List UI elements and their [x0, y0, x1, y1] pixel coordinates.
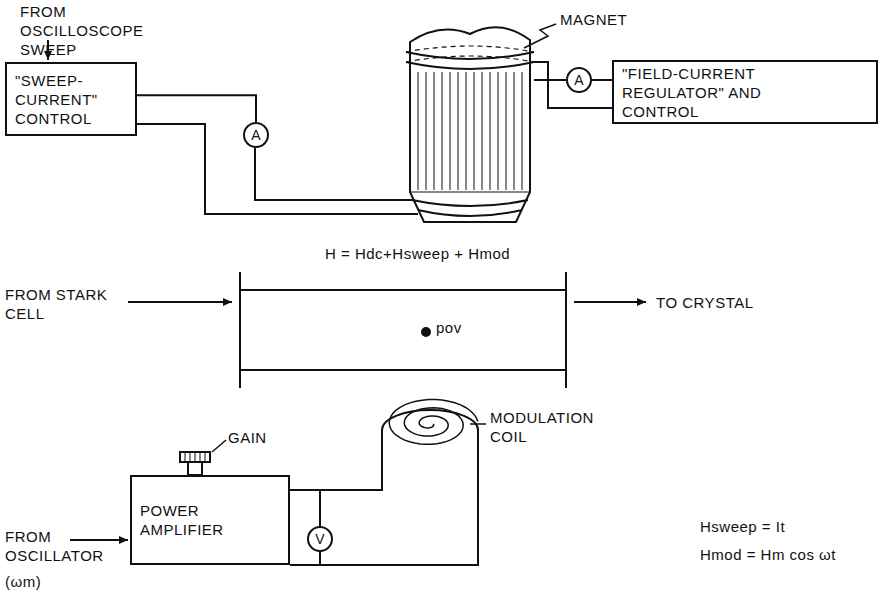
- hatch-stroke: [506, 72, 507, 190]
- hatch-stroke: [442, 72, 443, 190]
- text-label: FROM OSCILLATOR: [5, 527, 69, 565]
- hatch-stroke: [514, 72, 515, 190]
- hatch-stroke: [522, 72, 523, 190]
- gain-knob: [188, 462, 202, 475]
- text-label: (ωm): [5, 572, 41, 591]
- text-label: FROM OSCILLOSCOPE SWEEP: [20, 2, 170, 59]
- ammeter-symbol: A: [243, 122, 269, 148]
- ammeter-symbol: A: [566, 67, 592, 93]
- control-box: "FIELD-CURRENT REGULATOR" AND CONTROL: [612, 60, 878, 124]
- wire-connector: [137, 95, 256, 122]
- hatch-stroke: [434, 72, 435, 190]
- node-text: pov: [436, 318, 476, 337]
- control-box: "SWEEP-CURRENT" CONTROL: [5, 62, 137, 136]
- wire: [290, 430, 478, 565]
- hatch-stroke: [474, 72, 475, 190]
- wire: [319, 550, 321, 565]
- text-label: Hsweep = It: [700, 517, 785, 536]
- text-label: GAIN: [228, 428, 267, 447]
- hatch-stroke: [482, 72, 483, 190]
- text-label: Hmod = Hm cos ωt: [700, 545, 836, 564]
- node-text: "FIELD-CURRENT REGULATOR" AND CONTROL: [622, 64, 812, 121]
- wire: [534, 79, 566, 81]
- wire: [255, 148, 412, 200]
- hatch-stroke: [498, 72, 499, 190]
- node-text: V: [315, 530, 324, 549]
- wire-connector: [290, 490, 320, 526]
- input-arrow: [128, 301, 232, 303]
- node-text: A: [251, 126, 260, 145]
- node-text: "SWEEP-CURRENT" CONTROL: [15, 71, 127, 128]
- text-label: H = Hdc+Hsweep + Hmod: [325, 244, 510, 263]
- wire: [534, 62, 612, 108]
- text-label: MAGNET: [560, 10, 627, 29]
- hatch-stroke: [450, 72, 451, 190]
- text-label: FROM STARK CELL: [5, 285, 117, 323]
- hatch-stroke: [418, 72, 419, 190]
- input-arrow: [70, 539, 128, 541]
- amplifier-box: POWER AMPLIFIER: [130, 475, 290, 565]
- point-label: pov: [436, 318, 476, 342]
- hatch-stroke: [466, 72, 467, 190]
- text-label: MODULATION COIL: [490, 408, 600, 446]
- pov-dot: [422, 328, 430, 336]
- hatch-stroke: [458, 72, 459, 190]
- wire: [320, 430, 382, 490]
- hatch-stroke: [490, 72, 491, 190]
- node-text: A: [574, 71, 583, 90]
- text-label: TO CRYSTAL: [656, 293, 754, 312]
- sweep-coil: [412, 200, 528, 206]
- leader-line: [470, 423, 486, 425]
- wire: [137, 124, 418, 214]
- coil-spiral: [389, 400, 478, 445]
- voltmeter-symbol: V: [307, 526, 333, 552]
- wire-connector: [592, 79, 612, 81]
- hatch-stroke: [426, 72, 427, 190]
- output-arrow: [574, 301, 646, 303]
- leader-line: [524, 24, 556, 48]
- node-text: POWER AMPLIFIER: [140, 501, 250, 539]
